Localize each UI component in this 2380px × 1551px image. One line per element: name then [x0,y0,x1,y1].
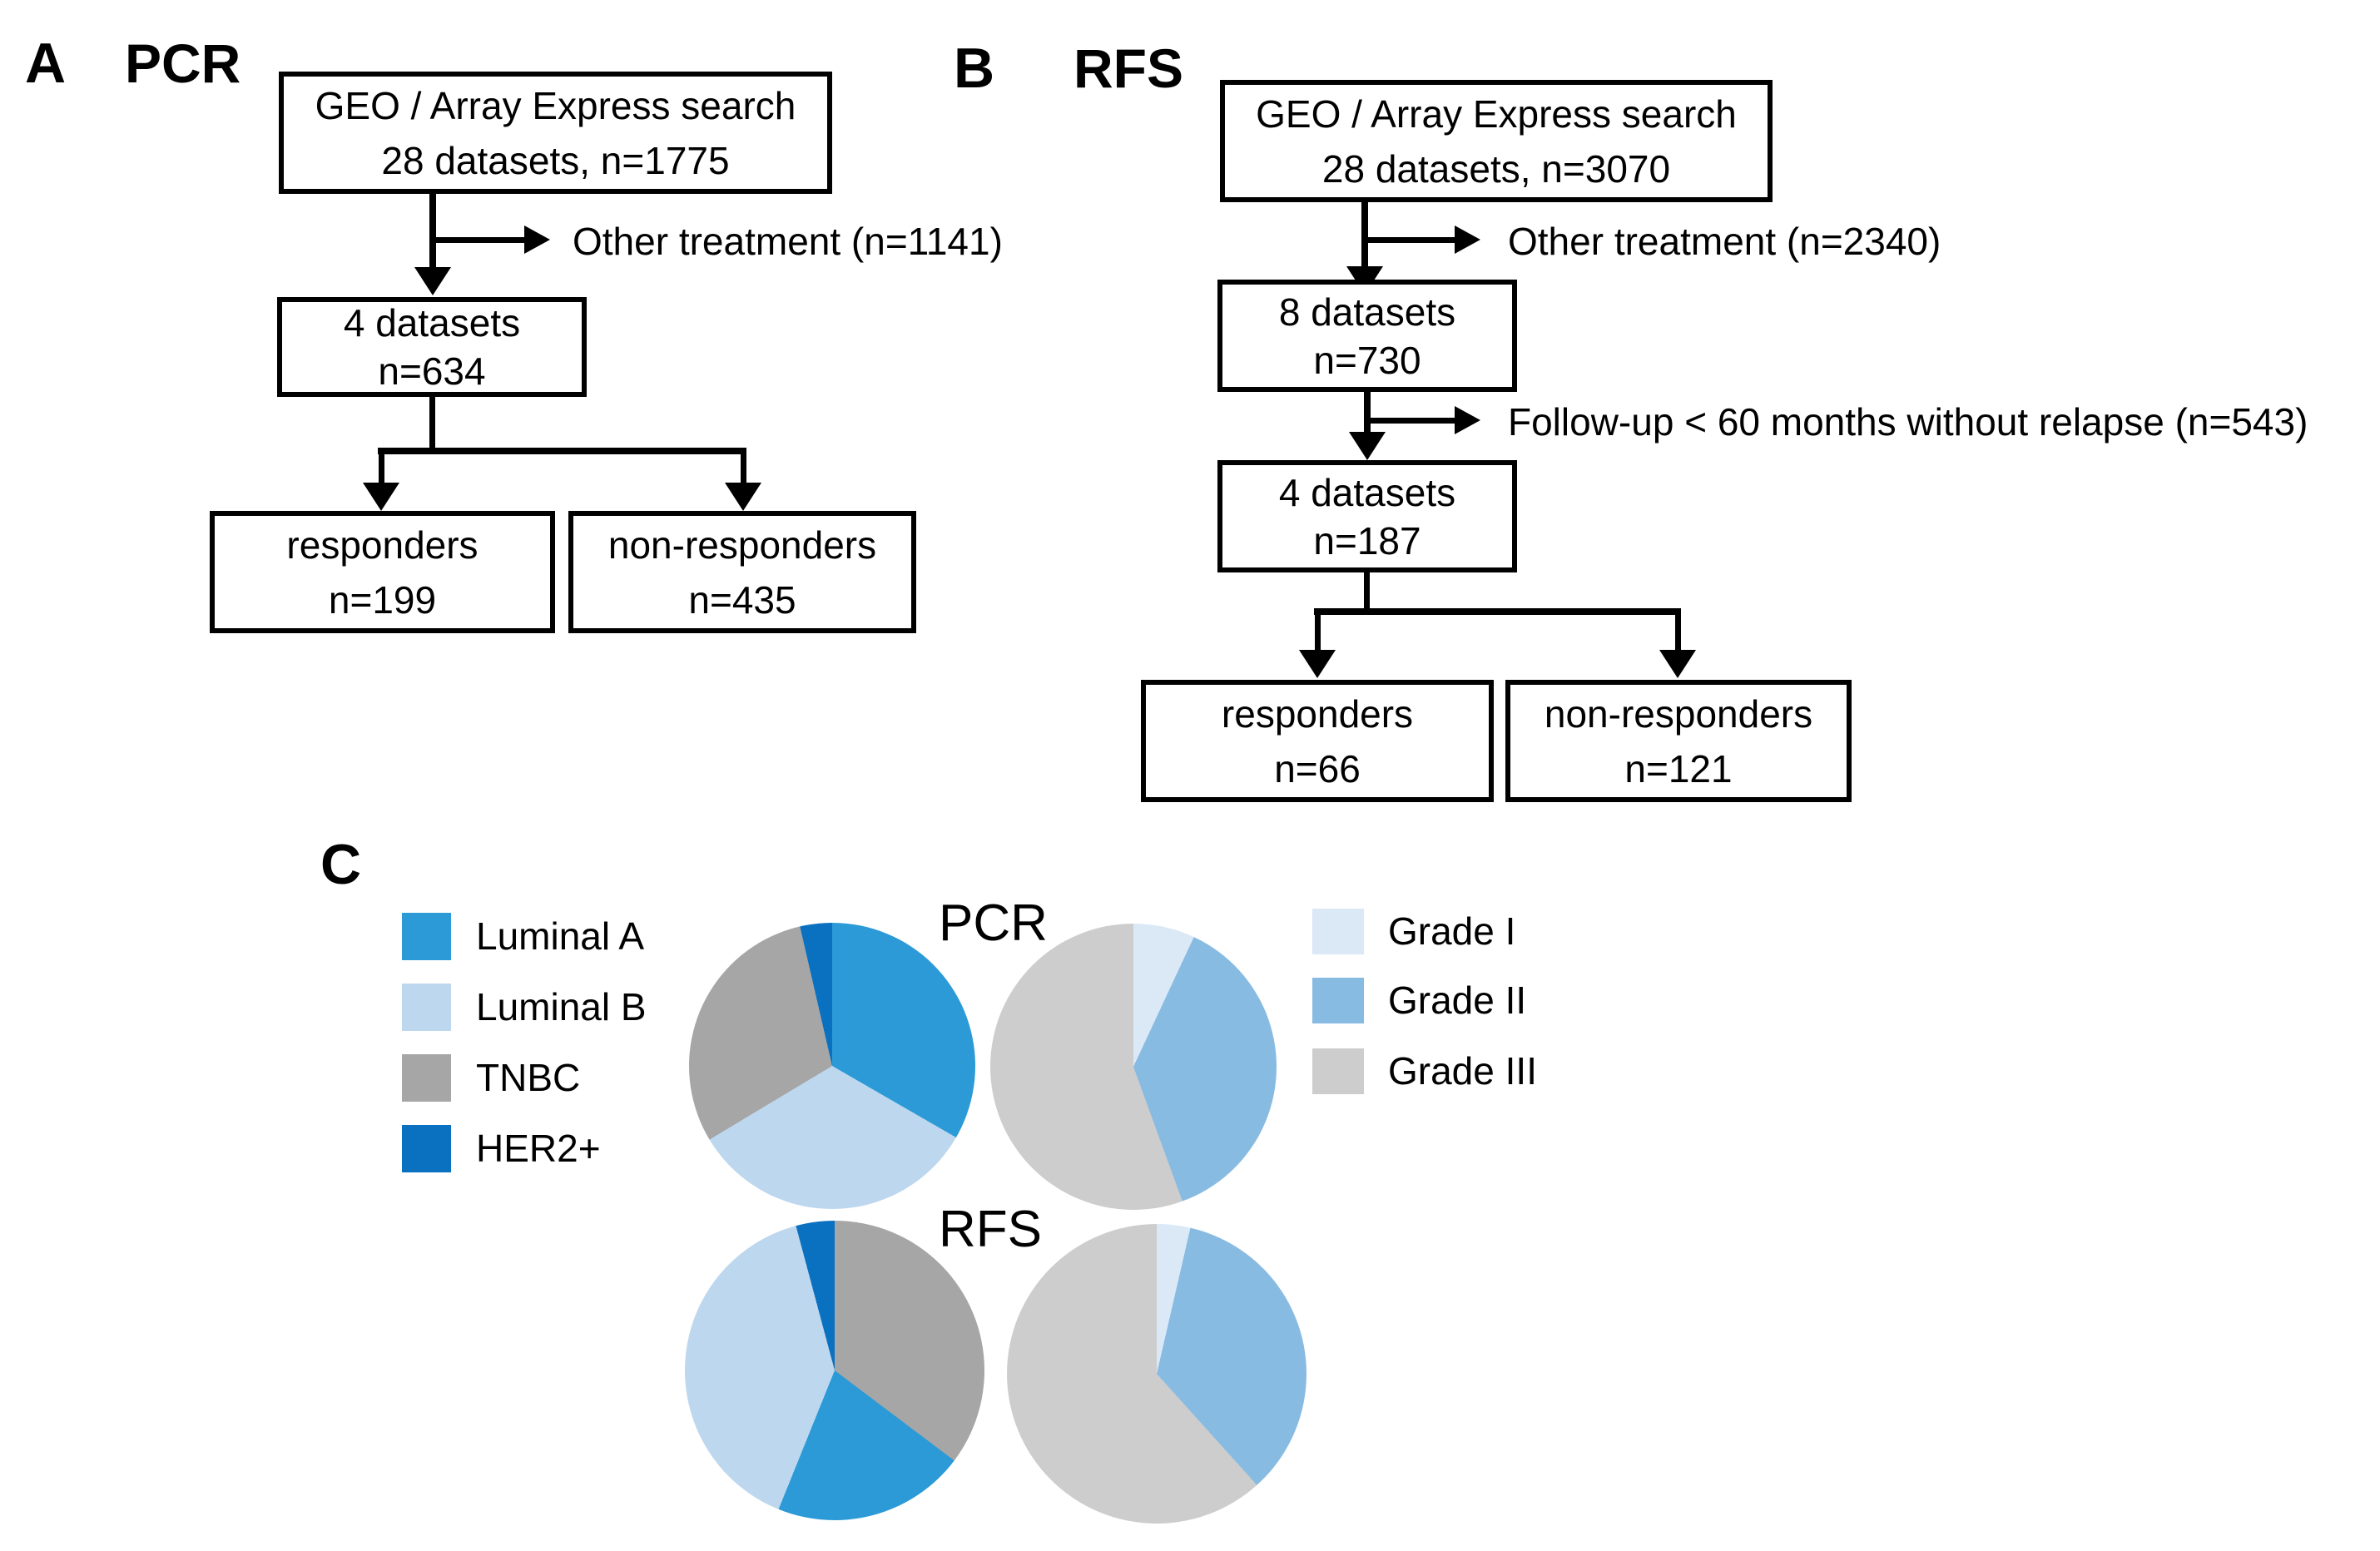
legend-swatch-grade1 [1312,909,1364,954]
pie-chart-rfs-subtype [685,1221,984,1520]
flow-box-b-search-line1: GEO / Array Express search [1256,92,1737,136]
flow-box-b-search: GEO / Array Express search 28 datasets, … [1220,80,1773,202]
arrow-right-icon [524,225,550,254]
flow-box-a-search: GEO / Array Express search 28 datasets, … [279,72,832,194]
legend-swatch-grade3 [1312,1048,1364,1094]
split-left-line-b [1315,615,1321,652]
flow-box-a-nonresponders-line1: non-responders [607,523,877,567]
split-right-line-b [1675,615,1681,652]
panel-b-heading: RFS [1073,37,1183,99]
flow-box-a-search-line1: GEO / Array Express search [315,83,796,127]
legend-label-her2: HER2+ [476,1127,601,1170]
split-bar-a [378,448,746,454]
arrow-right-icon [1455,406,1480,434]
legend-label-luminal-b: Luminal B [476,985,647,1028]
flow-box-a-datasets-line1: 4 datasets [343,301,521,344]
flow-box-b-datasets8-line1: 8 datasets [1278,290,1456,334]
legend-swatch-luminal-b [402,984,451,1031]
legend-label-grade2: Grade II [1388,979,1527,1022]
split-stem-a [429,397,435,450]
arrow-line-b2 [1364,392,1371,434]
pie-title-rfs: RFS [939,1201,1042,1258]
legend-label-luminal-a: Luminal A [476,914,645,958]
flow-box-b-responders-line1: responders [1221,691,1414,736]
flow-box-b-datasets8-line2: n=730 [1313,338,1421,382]
arrow-right-icon [1455,225,1480,254]
flow-box-a-datasets-line2: n=634 [378,349,486,393]
flow-box-b-responders-line2: n=66 [1274,746,1361,790]
split-stem-b [1364,572,1370,613]
flow-box-b-datasets4-line1: 4 datasets [1278,470,1456,514]
flow-box-a-nonresponders: non-responders n=435 [568,511,916,633]
split-left-line-a [379,454,384,484]
flow-box-b-datasets4-line2: n=187 [1313,518,1421,562]
branch-line-b2 [1367,418,1455,424]
exclusion-text-a: Other treatment (n=1141) [573,220,1003,263]
flow-box-b-search-line2: 28 datasets, n=3070 [1321,146,1671,191]
flow-box-b-responders: responders n=66 [1141,680,1494,802]
pie-chart-pcr-subtype [689,923,975,1209]
split-bar-b [1314,608,1681,615]
flow-box-a-nonresponders-line2: n=435 [688,577,796,622]
flow-box-b-nonresponders: non-responders n=121 [1505,680,1852,802]
legend-label-grade1: Grade I [1388,909,1516,953]
flow-box-a-datasets: 4 datasets n=634 [277,297,587,397]
arrow-down-icon [1349,432,1386,460]
split-right-line-a [741,454,746,484]
pie-title-pcr: PCR [939,894,1048,952]
flow-box-b-datasets8: 8 datasets n=730 [1217,280,1517,392]
flow-box-a-responders-line1: responders [286,523,478,567]
exclusion-text-b1: Other treatment (n=2340) [1508,220,1941,263]
flow-box-b-nonresponders-line1: non-responders [1544,691,1813,736]
legend-swatch-luminal-a [402,913,451,960]
flow-box-a-search-line2: 28 datasets, n=1775 [381,138,730,182]
arrow-down-icon [1659,650,1696,678]
legend-swatch-tnbc [402,1054,451,1102]
panel-c-letter: C [320,833,362,896]
arrow-down-icon [414,267,451,295]
flow-box-a-responders: responders n=199 [210,511,555,633]
pie-chart-pcr-grade [990,924,1277,1210]
legend-swatch-grade2 [1312,978,1364,1023]
flow-box-b-datasets4: 4 datasets n=187 [1217,460,1517,572]
panel-b-letter: B [954,37,995,100]
exclusion-text-b2: Follow-up < 60 months without relapse (n… [1508,400,2308,443]
pie-chart-rfs-grade [1007,1224,1307,1524]
branch-line-b1 [1365,237,1455,243]
arrow-down-icon [363,483,399,511]
branch-line-a [433,237,524,243]
flow-box-a-responders-line2: n=199 [328,577,437,622]
panel-a-heading: PCR [125,32,241,94]
legend-label-tnbc: TNBC [476,1056,581,1099]
arrow-line-b1 [1361,202,1368,267]
arrow-line-a1 [429,194,436,267]
legend-label-grade3: Grade III [1388,1049,1537,1093]
arrow-down-icon [1299,650,1336,678]
flow-box-b-nonresponders-line2: n=121 [1624,746,1733,790]
panel-a-letter: A [25,32,67,95]
arrow-down-icon [725,483,761,511]
legend-swatch-her2 [402,1125,451,1172]
